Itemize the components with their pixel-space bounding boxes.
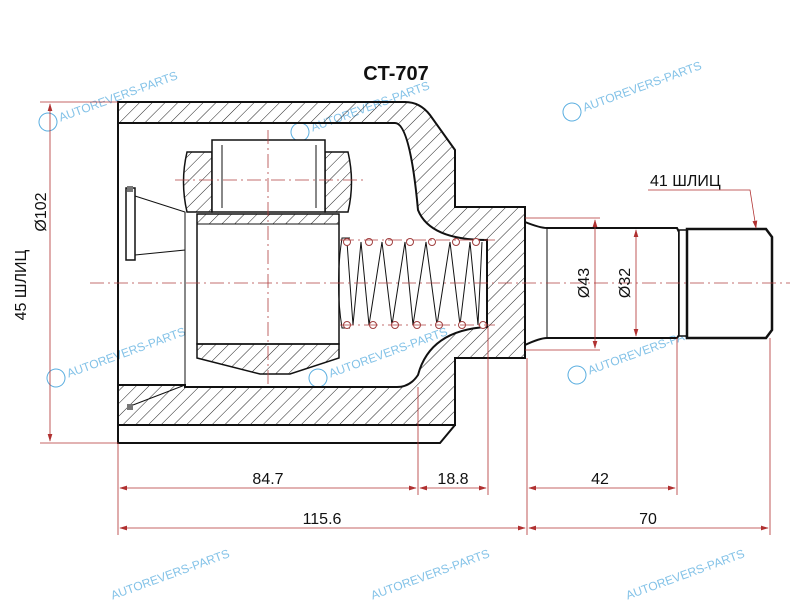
dim-115-6: 115.6: [303, 511, 342, 528]
tripod-roller: [182, 139, 353, 213]
dim-70: 70: [639, 511, 657, 528]
watermark: AUTOREVERS-PARTS: [46, 324, 188, 388]
left-spline-count: 45 ШЛИЦ: [13, 249, 30, 320]
center-lines: [90, 130, 790, 385]
svg-text:AUTOREVERS-PARTS: AUTOREVERS-PARTS: [624, 546, 747, 600]
part-number-title: CT-707: [363, 63, 429, 85]
boot-clamp: [125, 186, 186, 410]
dim-18-8: 18.8: [437, 471, 468, 488]
outer-housing: [117, 101, 526, 444]
watermark: AUTOREVERS-PARTS: [109, 546, 232, 600]
shaft-diameter-32: Ø32: [617, 268, 634, 298]
svg-text:AUTOREVERS-PARTS: AUTOREVERS-PARTS: [581, 58, 704, 114]
left-diameter: Ø102: [33, 192, 50, 231]
watermark: AUTOREVERS-PARTS: [369, 546, 492, 600]
svg-text:AUTOREVERS-PARTS: AUTOREVERS-PARTS: [109, 546, 232, 600]
output-shaft: [524, 221, 774, 346]
watermark: AUTOREVERS-PARTS: [624, 546, 747, 600]
svg-text:AUTOREVERS-PARTS: AUTOREVERS-PARTS: [369, 546, 492, 600]
dimension-lines: [40, 101, 771, 535]
dim-84-7: 84.7: [252, 471, 283, 488]
right-spline-count: 41 ШЛИЦ: [650, 173, 721, 190]
watermark: AUTOREVERS-PARTS: [562, 58, 704, 122]
shaft-diameter-43: Ø43: [576, 268, 593, 298]
svg-text:AUTOREVERS-PARTS: AUTOREVERS-PARTS: [65, 324, 188, 380]
dim-42: 42: [591, 471, 609, 488]
